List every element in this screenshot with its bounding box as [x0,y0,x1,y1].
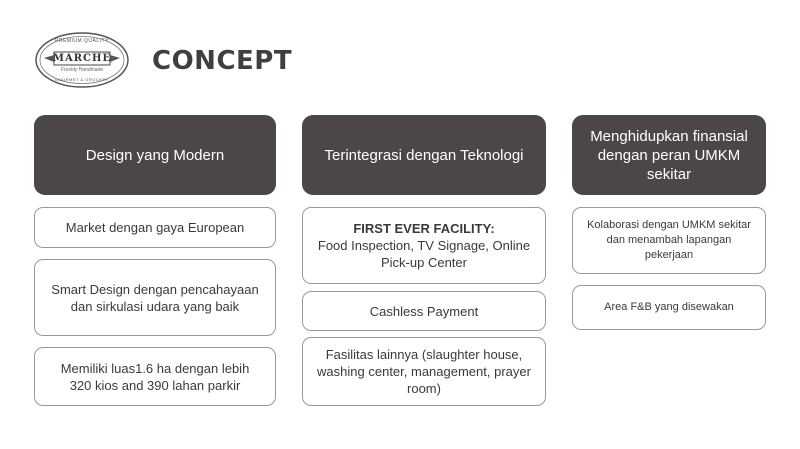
marche-logo [34,31,130,89]
card-umkm-collaboration: Kolaborasi dengan UMKM sekitar dan menam… [572,207,766,274]
column-header-umkm: Menghidupkan finansial dengan peran UMKM… [572,115,766,195]
card-european-market: Market dengan gaya European [34,207,276,248]
card-text: Food Inspection, TV Signage, Online Pick… [317,238,531,270]
card-text: Smart Design dengan pencahayaan dan sirk… [51,281,259,314]
column-header-technology: Terintegrasi dengan Teknologi [302,115,546,195]
card-first-ever-facility: FIRST EVER FACILITY: Food Inspection, TV… [302,207,546,284]
card-text: Memiliki luas1.6 ha dengan lebih 320 kio… [60,360,250,393]
card-text: Market dengan gaya European [65,220,245,235]
logo-top-text: PREMIUM QUALITY [55,38,109,44]
card-cashless-payment: Cashless Payment [302,291,546,331]
card-smart-design: Smart Design dengan pencahayaan dan sirk… [34,259,276,336]
card-area-size: Memiliki luas1.6 ha dengan lebih 320 kio… [34,347,276,406]
column-header-label: Terintegrasi dengan Teknologi [324,146,524,164]
card-fnb-area: Area F&B yang disewakan [572,285,766,330]
card-other-facilities: Fasilitas lainnya (slaughter house, wash… [302,337,546,406]
logo-brand-text: MARCHE [52,53,112,64]
card-heading: FIRST EVER FACILITY: [353,221,495,236]
card-text: Fasilitas lainnya (slaughter house, wash… [317,347,531,396]
page-title: CONCEPT [152,46,293,76]
card-text: Cashless Payment [369,303,479,319]
column-header-design: Design yang Modern [34,115,276,195]
column-header-label: Design yang Modern [85,146,225,164]
column-header-label: Menghidupkan finansial dengan peran UMKM… [590,127,748,183]
logo-script-text: Freshly Handmade [60,67,104,73]
logo-bottom-text: GOURMET & GROCERY [55,77,109,82]
card-text: Area F&B yang disewakan [604,301,734,313]
card-text: Kolaborasi dengan UMKM sekitar dan menam… [587,219,751,261]
